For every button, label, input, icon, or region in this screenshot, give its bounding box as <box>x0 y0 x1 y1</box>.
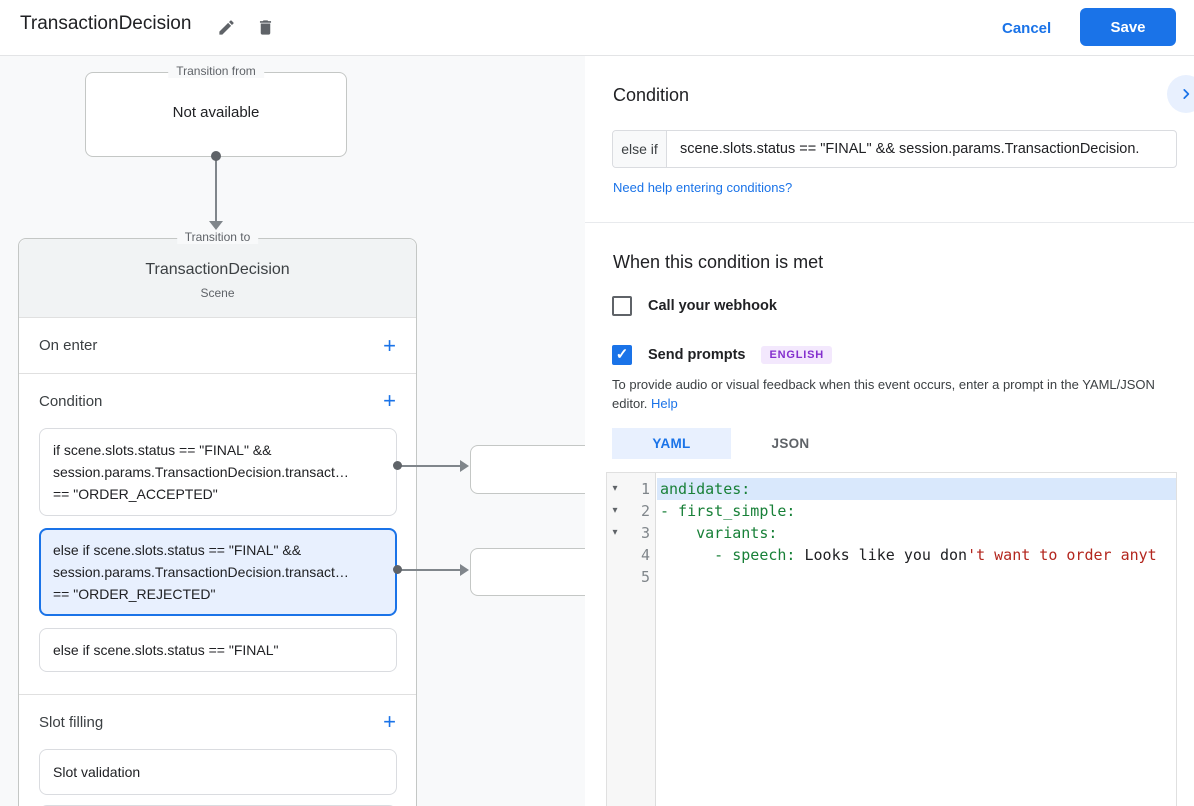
edit-scene-button[interactable] <box>213 14 239 40</box>
pencil-icon <box>218 19 234 35</box>
trash-icon <box>259 19 271 35</box>
delete-scene-button[interactable] <box>252 14 278 40</box>
code-line[interactable]: 4 - speech: Looks like you don't want to… <box>607 544 1176 566</box>
page-title: TransactionDecision <box>20 13 192 34</box>
transition-target-box[interactable] <box>470 445 600 494</box>
help-link[interactable]: Help <box>651 396 678 411</box>
connector-line <box>399 465 461 467</box>
yaml-editor[interactable]: ▾ 1 andidates: ▾ 2 - first_simple: ▾ 3 v… <box>606 472 1177 806</box>
code-line[interactable]: ▾ 1 andidates: <box>607 478 1176 500</box>
language-badge: ENGLISH <box>761 346 832 364</box>
connector-dot <box>393 461 402 470</box>
condition-item-final[interactable]: else if scene.slots.status == "FINAL" <box>39 628 397 672</box>
slot-filling-title: Slot filling <box>39 713 104 731</box>
send-prompts-label: Send prompts <box>648 347 746 363</box>
connector-line <box>399 569 461 571</box>
check-icon: ✓ <box>615 346 629 363</box>
panel-divider <box>585 222 1194 223</box>
call-webhook-checkbox[interactable] <box>612 296 632 316</box>
scene-name: TransactionDecision <box>145 261 290 278</box>
tab-json[interactable]: JSON <box>731 428 850 459</box>
panel-condition-title: Condition <box>613 85 690 105</box>
send-prompts-checkbox[interactable]: ✓ <box>612 345 632 365</box>
scene-card: Transition to TransactionDecision Scene … <box>18 230 417 806</box>
send-prompts-row: ✓ Send prompts ENGLISH <box>612 345 832 365</box>
scene-type: Scene <box>200 286 235 300</box>
connector-dot <box>211 151 221 161</box>
helper-text: To provide audio or visual feedback when… <box>612 377 1155 411</box>
code-token: Looks like you don <box>795 546 968 564</box>
code-token: variants: <box>660 524 778 542</box>
slot-filling-section: Slot filling + Slot validation <box>19 695 416 806</box>
tab-yaml[interactable]: YAML <box>612 428 731 459</box>
on-enter-title: On enter <box>39 337 98 354</box>
fold-arrow-icon[interactable]: ▾ <box>612 505 618 516</box>
code-line[interactable]: ▾ 2 - first_simple: <box>607 500 1176 522</box>
condition-item-rejected-selected[interactable]: else if scene.slots.status == "FINAL" &&… <box>39 528 397 616</box>
condition-item-accepted[interactable]: if scene.slots.status == "FINAL" && sess… <box>39 428 397 516</box>
transition-from-box: Transition from Not available <box>85 64 347 157</box>
fold-arrow-icon[interactable]: ▾ <box>612 527 618 538</box>
line-number: 5 <box>640 568 650 586</box>
code-line[interactable]: ▾ 3 variants: <box>607 522 1176 544</box>
condition-prefix: else if <box>613 131 667 167</box>
line-number: 1 <box>640 480 650 498</box>
save-button[interactable]: Save <box>1080 8 1176 46</box>
call-webhook-label: Call your webhook <box>648 298 777 314</box>
code-token: andidates: <box>660 480 751 498</box>
transition-target-box[interactable] <box>470 548 600 596</box>
condition-expression-row: else if <box>612 130 1177 168</box>
line-number: 3 <box>640 524 650 542</box>
line-number: 2 <box>640 502 650 520</box>
arrow-right-icon <box>460 460 469 472</box>
condition-help-link[interactable]: Need help entering conditions? <box>613 180 793 195</box>
add-on-enter-button[interactable]: + <box>383 332 396 358</box>
connector-dot <box>393 565 402 574</box>
editor-gutter <box>607 473 656 806</box>
condition-expression-input[interactable] <box>667 131 1176 167</box>
transition-from-label: Transition from <box>168 64 264 78</box>
line-number: 4 <box>640 546 650 564</box>
transition-from-value: Not available <box>172 104 260 121</box>
chevron-right-icon <box>1183 89 1190 99</box>
collapse-panel-button[interactable] <box>1167 75 1194 113</box>
condition-title: Condition <box>39 392 103 410</box>
connector-line <box>215 159 217 221</box>
scene-card-header[interactable]: TransactionDecision Scene <box>19 239 416 318</box>
fold-arrow-icon[interactable]: ▾ <box>612 483 618 494</box>
code-token: - speech: <box>660 546 796 564</box>
prompt-helper-text: To provide audio or visual feedback when… <box>612 375 1167 413</box>
code-line[interactable]: 5 <box>607 566 1176 588</box>
webhook-row: Call your webhook <box>612 296 777 316</box>
condition-detail-panel: Condition else if Need help entering con… <box>585 56 1194 806</box>
cancel-button[interactable]: Cancel <box>990 10 1063 46</box>
on-enter-section: On enter + <box>19 318 416 374</box>
transition-to-label: Transition to <box>176 230 259 244</box>
when-met-title: When this condition is met <box>613 252 824 272</box>
add-condition-button[interactable]: + <box>383 388 396 413</box>
condition-section: Condition + if scene.slots.status == "FI… <box>19 374 416 695</box>
slot-validation-item[interactable]: Slot validation <box>39 749 397 795</box>
arrow-down-icon <box>209 221 223 230</box>
add-slot-button[interactable]: + <box>383 709 396 734</box>
code-token: 't want to order anyt <box>967 546 1157 564</box>
code-token: - first_simple: <box>660 502 796 520</box>
top-bar: TransactionDecision Cancel Save <box>0 0 1194 56</box>
arrow-right-icon <box>460 564 469 576</box>
